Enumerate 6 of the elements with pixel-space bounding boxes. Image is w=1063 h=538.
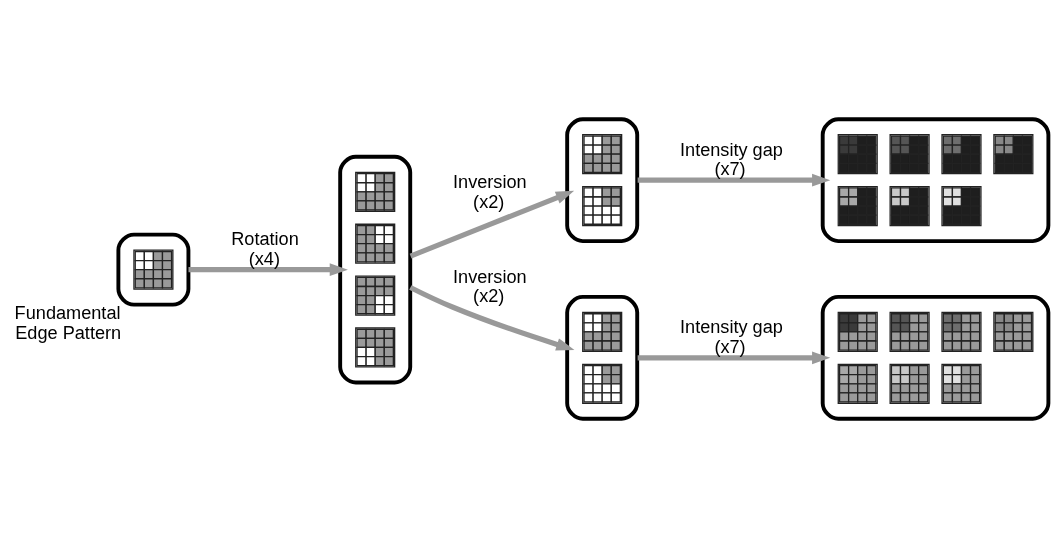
edge-label: Intensity gap (x7) (680, 317, 783, 357)
edge-label: Inversion (x2) (453, 172, 527, 212)
edge-label: Inversion (x2) (453, 266, 527, 307)
node-label: Fundamental Edge Pattern (14, 303, 122, 343)
edge-label: Intensity gap (x7) (680, 139, 783, 180)
edge-label: Rotation (x4) (231, 229, 299, 269)
